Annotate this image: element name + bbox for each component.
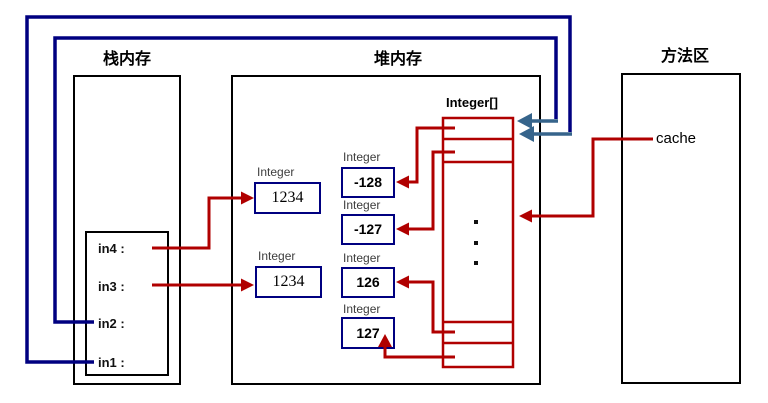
integer-type-label: Integer [343, 198, 381, 212]
stack-var-in1: in1 : [98, 355, 125, 370]
array-ellipsis-dots [474, 220, 478, 265]
cache-field-label: cache [656, 130, 697, 147]
pointer-in4-to-1234 [152, 196, 242, 250]
heap-title: 堆内存 [373, 51, 422, 68]
stack-var-in4: in4 : [98, 241, 125, 256]
integer-neg127-value: -127 [353, 221, 383, 237]
integer-1234-top-box [254, 182, 321, 214]
arrowhead-126-icon [396, 275, 409, 289]
arrowhead-in3-icon [241, 278, 254, 292]
stack-var-in2: in2 : [98, 316, 125, 331]
stack-var-in3: in3 : [98, 279, 125, 294]
stack-title: 栈内存 [102, 51, 151, 68]
pointer-in1-to-array [25, 15, 572, 364]
heap-region-box [231, 75, 541, 385]
integer-neg127-box [341, 214, 395, 245]
pointer-cell-to-127 [383, 346, 455, 359]
arrowhead-127-icon [378, 334, 392, 347]
integer-type-label: Integer [343, 150, 381, 164]
integer-neg128-box [341, 167, 395, 198]
integer-126-value: 126 [356, 274, 380, 290]
arrowhead-in4-icon [241, 191, 254, 205]
integer-neg128-value: -128 [353, 174, 383, 190]
integer-1234-top-value: 1234 [271, 189, 304, 206]
arrowhead-in1-icon [519, 126, 534, 142]
integer-127-value: 127 [356, 325, 380, 341]
arrowhead-neg128-icon [396, 175, 409, 189]
integer-type-label: Integer [343, 302, 381, 316]
pointer-cell-to-126 [408, 280, 455, 334]
integer-type-label: Integer [343, 251, 381, 265]
integer-array-label: Integer[] [446, 95, 498, 110]
integer-array-box [441, 116, 515, 369]
integer-1234-bottom-value: 1234 [272, 273, 305, 290]
integer-126-box [341, 267, 395, 298]
method-area-region-box [621, 73, 741, 384]
method-area-title: 方法区 [660, 48, 709, 65]
pointer-cell-to-neg127 [408, 150, 455, 231]
pointer-in2-to-array [53, 36, 558, 324]
stack-region-box [73, 75, 181, 385]
integer-127-box [341, 317, 395, 349]
integer-type-label: Integer [257, 165, 295, 179]
arrowhead-in2-icon [517, 113, 532, 129]
arrowhead-neg127-icon [396, 222, 409, 236]
pointer-cell-to-neg128 [408, 126, 455, 184]
integer-1234-bottom-box [255, 266, 322, 298]
integer-type-label: Integer [258, 249, 296, 263]
arrowhead-cache-icon [519, 209, 532, 223]
stack-frame-box [85, 231, 169, 376]
pointer-cache-to-array [531, 137, 653, 218]
